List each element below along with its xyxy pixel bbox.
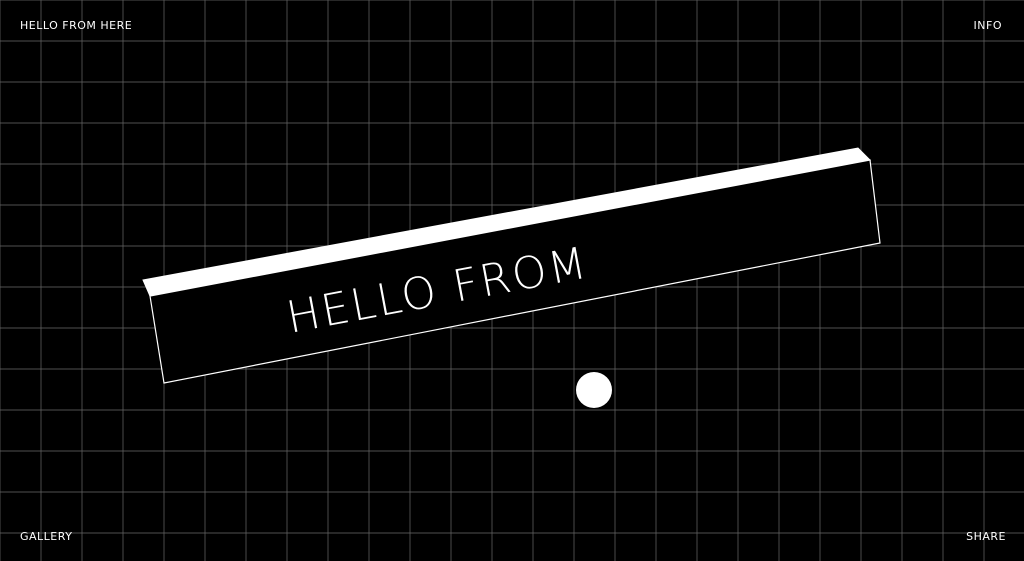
gallery-link[interactable]: GALLERY <box>20 530 73 543</box>
share-link[interactable]: SHARE <box>966 530 1006 543</box>
brand-logo-link[interactable]: HELLO FROM HERE <box>20 19 133 32</box>
scroll-indicator-dot[interactable] <box>576 372 612 408</box>
info-link[interactable]: INFO <box>973 19 1002 32</box>
bar-front-face <box>149 159 881 384</box>
